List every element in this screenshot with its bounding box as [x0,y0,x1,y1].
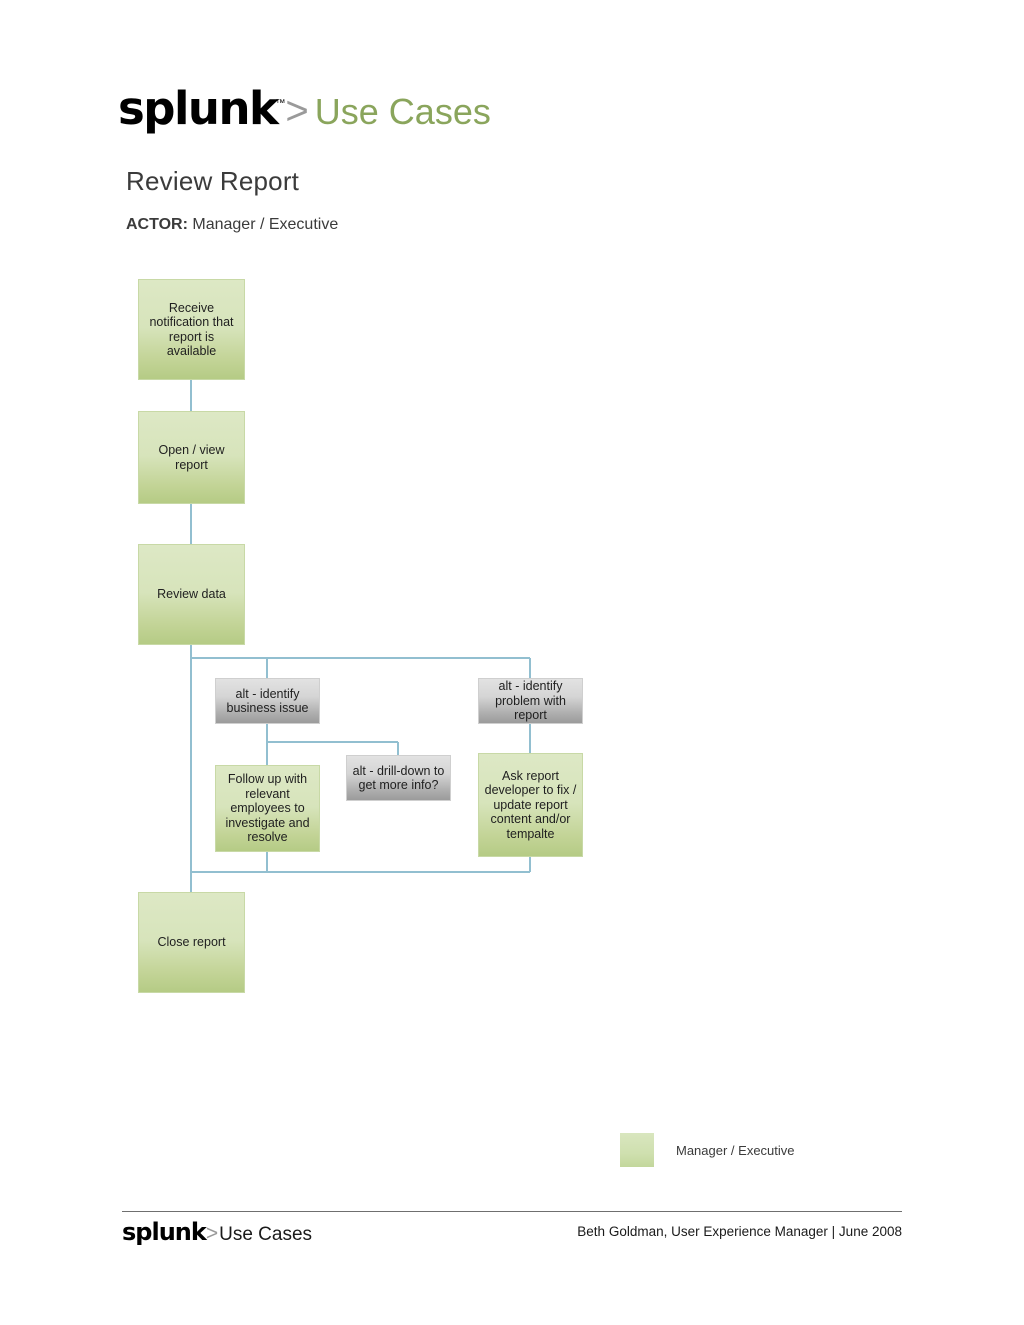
chevron-right-icon: > [285,89,309,133]
node-label: alt - drill-down to get more info? [352,763,445,793]
footer-divider [122,1211,902,1212]
actor-label: ACTOR: [126,216,188,233]
node-alt-identify-business-issue[interactable]: alt - identify business issue [215,678,320,724]
legend: Manager / Executive [620,1133,795,1167]
logo-suffix-label: Use Cases [314,91,491,132]
node-open-view-report[interactable]: Open / view report [138,411,245,504]
trademark-icon: ™ [275,98,286,109]
splunk-wordmark: splunk [122,1218,207,1246]
node-label: Close report [157,935,226,950]
node-receive-notification[interactable]: Receive notification that report is avai… [138,279,245,380]
footer-logo: splunk > Use Cases [122,1218,312,1246]
flow-connectors [189,380,532,892]
node-close-report[interactable]: Close report [138,892,245,993]
node-alt-drill-down[interactable]: alt - drill-down to get more info? [346,755,451,801]
page-title: Review Report [126,166,300,196]
legend-color-swatch [620,1133,654,1167]
node-label: Review data [157,587,226,602]
actor-value: Manager / Executive [187,216,339,233]
node-label: Ask report developer to fix / update rep… [484,768,577,841]
node-label: Receive notification that report is avai… [149,300,234,359]
splunk-use-cases-logo: splunk ™ > Use Cases [118,82,491,135]
splunk-wordmark: splunk [118,82,279,135]
node-review-data[interactable]: Review data [138,544,245,645]
flow-diagram: Receive notification that report is avai… [138,279,583,993]
node-label: Follow up with relevant employees to inv… [225,772,310,845]
actor-line: ACTOR: Manager / Executive [126,216,338,234]
footer-logo-suffix: Use Cases [219,1224,313,1245]
legend-label: Manager / Executive [676,1142,795,1158]
footer-credit: Beth Goldman, User Experience Manager | … [577,1224,902,1239]
node-label: alt - identify problem with report [495,679,566,723]
node-ask-report-developer[interactable]: Ask report developer to fix / update rep… [478,753,583,857]
node-follow-up-with-employees[interactable]: Follow up with relevant employees to inv… [215,765,320,852]
chevron-right-icon: > [205,1222,219,1245]
node-alt-identify-problem-with-report[interactable]: alt - identify problem with report [478,678,583,724]
node-label: alt - identify business issue [226,686,309,716]
node-label: Open / view report [158,443,225,472]
